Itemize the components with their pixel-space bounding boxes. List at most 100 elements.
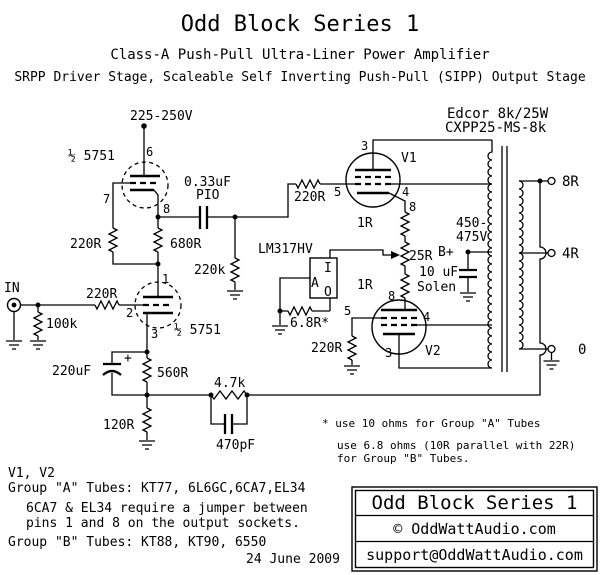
- label-lm317hv: LM317HV: [258, 242, 313, 257]
- header: Odd Block Series 1 Class-A Push-Pull Ult…: [14, 12, 586, 85]
- label-bplus-range-2: 475V: [456, 230, 487, 245]
- label-resistor-220k: 220k: [194, 263, 225, 278]
- info-box-title: Odd Block Series 1: [372, 492, 578, 514]
- tube-u1-envelope: [121, 161, 169, 209]
- wire: [111, 351, 147, 364]
- potentiometer-25R: [400, 241, 410, 267]
- output-transformer: [247, 140, 561, 396]
- ground-symbol: [343, 365, 361, 375]
- resistor-220R-gridstop: [295, 179, 321, 189]
- output-stage: [271, 139, 492, 375]
- tube-v1-grids: [355, 175, 391, 186]
- label-pin2: 2: [126, 306, 133, 320]
- v1-plate-wire: [372, 139, 492, 170]
- label-resistor-220R-gridstop: 220R: [294, 190, 325, 205]
- label-v2-pin8: 8: [388, 289, 395, 303]
- label-pot-25R: 25R: [409, 249, 433, 264]
- label-supply-voltage: 225-250V: [130, 109, 193, 124]
- label-pin3-u2: 3: [151, 327, 158, 341]
- date-label: 24 June 2009: [246, 552, 340, 567]
- capacitor-10uF: [459, 268, 477, 279]
- grid-bias-wire: [112, 252, 158, 265]
- label-resistor-1R-bottom: 1R: [357, 278, 373, 293]
- label-tube-u2: ½ 5751: [174, 323, 221, 338]
- wiper-wire: [329, 249, 391, 258]
- tube-v2-grids: [381, 316, 417, 327]
- wiper-arrow: [391, 251, 400, 259]
- note-star-3: for Group "B" Tubes.: [337, 452, 469, 465]
- label-v1-pin4: 4: [402, 185, 409, 199]
- note-tubes-v1v2: V1, V2: [8, 466, 55, 481]
- label-v2-pin3: 3: [385, 346, 392, 360]
- page-subtitle-2: SRPP Driver Stage, Scaleable Self Invert…: [14, 70, 586, 85]
- label-resistor-100k: 100k: [46, 317, 77, 332]
- resistor-100k: [33, 311, 43, 337]
- ground-symbol: [459, 292, 477, 302]
- label-pin6: 6: [146, 145, 153, 159]
- page-subtitle-1: Class-A Push-Pull Ultra-Liner Power Ampl…: [110, 47, 489, 63]
- resistor-6.8R: [287, 306, 313, 316]
- label-cap-solen: Solen: [417, 280, 456, 295]
- tube-u2-envelope: [134, 281, 182, 329]
- label-bplus-range-1: 450-: [456, 216, 487, 231]
- label-pin8-u1: 8: [163, 202, 170, 216]
- v2-grid-lead: [351, 317, 381, 336]
- resistor-220R-v2grid: [347, 335, 357, 361]
- label-resistor-6.8R: 6.8R*: [290, 316, 329, 331]
- terminal-8R: [547, 176, 556, 186]
- label-resistor-1R-top: 1R: [357, 216, 373, 231]
- label-lm317-out: O: [324, 285, 332, 300]
- resistor-220R-u1grid: [108, 227, 118, 253]
- label-v1-pin8: 8: [409, 200, 416, 214]
- label-v1: V1: [401, 151, 417, 166]
- ground-symbol: [29, 340, 47, 350]
- note-group-a-jumper-1: 6CA7 & EL34 require a jumper between: [26, 501, 308, 516]
- label-transformer-1: Edcor 8k/25W: [447, 106, 549, 122]
- resistor-680R: [153, 227, 163, 253]
- label-cap-0.33uF: 0.33uF: [184, 175, 231, 190]
- secondary-tap-wires: [519, 180, 548, 350]
- info-box-inner-border: [354, 489, 595, 569]
- v2-plate-wire: [398, 334, 492, 369]
- capacitor-470pF: [223, 414, 234, 434]
- feedback-wire: [247, 181, 547, 396]
- label-cap-plus: +: [124, 351, 132, 366]
- label-cap-pio: PIO: [196, 188, 220, 203]
- note-star-2: use 6.8 ohms (10R parallel with 22R): [337, 439, 575, 452]
- info-box-copyright: © OddWattAudio.com: [393, 520, 556, 538]
- lm317-out-wire: [280, 298, 331, 312]
- ground-symbol: [138, 440, 156, 450]
- label-resistor-120R: 120R: [103, 418, 134, 433]
- label-v1-pin3: 3: [361, 139, 368, 153]
- driver-stage: [5, 123, 355, 450]
- label-resistor-4.7k: 4.7k: [214, 376, 245, 391]
- wire: [111, 373, 211, 396]
- info-box-outer-border: [351, 486, 598, 572]
- note-group-a: Group "A" Tubes: KT77, 6L6GC,6CA7,EL34: [8, 481, 306, 496]
- ground-symbol: [542, 360, 561, 370]
- coupling-wire: [208, 183, 296, 218]
- secondary-winding: [518, 180, 524, 350]
- label-resistor-220R-v2grid: 220R: [311, 341, 342, 356]
- ground-symbol: [5, 340, 23, 350]
- notes: * use 10 ohms for Group "A" Tubes use 6.…: [8, 417, 575, 567]
- transformer-core: [501, 146, 508, 372]
- note-group-a-jumper-2: pins 1 and 8 on the output sockets.: [26, 516, 300, 531]
- label-resistor-220R-u1grid: 220R: [70, 237, 101, 252]
- v1-cathode-lead: [388, 192, 406, 212]
- label-v2-pin4: 4: [423, 310, 430, 324]
- tube-u1-grid-lead: [112, 182, 130, 228]
- label-lm317-adj: A: [311, 276, 319, 291]
- note-star-1: * use 10 ohms for Group "A" Tubes: [322, 417, 541, 430]
- label-pin1: 1: [162, 272, 169, 286]
- label-tap-0: 0: [578, 342, 586, 358]
- schematic-labels: 225-250V ½ 5751 6 7 8 220R 680R 0.33uF P…: [4, 106, 586, 453]
- label-input: IN: [4, 281, 20, 296]
- label-tap-4R: 4R: [562, 246, 579, 262]
- resistor-220R-input: [94, 300, 120, 310]
- label-resistor-220R-input: 220R: [86, 287, 117, 302]
- terminal-4R: [547, 248, 556, 258]
- resistor-560R: [142, 357, 152, 383]
